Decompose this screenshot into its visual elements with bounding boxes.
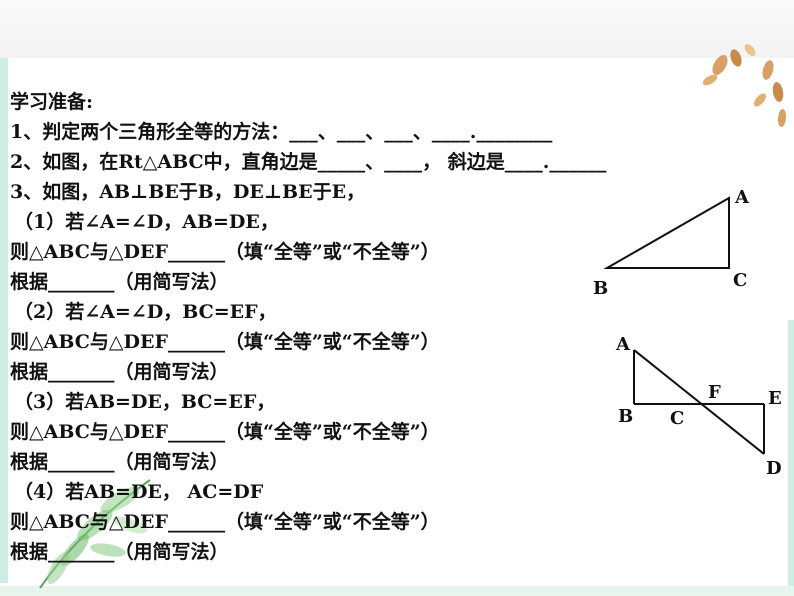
- label-C2: C: [670, 408, 684, 429]
- question-2: 2、如图，在Rt△ABC中，直角边是_____、____， 斜边是____.__…: [10, 151, 607, 173]
- sub-question-1-condition: （1）若∠A=∠D，AB=DE，: [14, 211, 279, 233]
- right-border-strip: [788, 320, 794, 590]
- label-C: C: [733, 270, 747, 291]
- bottom-border-strip: [0, 586, 794, 596]
- exercise-text-block: 学习准备: 1、判定两个三角形全等的方法：___、___、___、____.__…: [10, 87, 790, 567]
- left-border-strip: [0, 58, 8, 583]
- leaf-decoration-bottom-left: [39, 479, 151, 589]
- sub-question-3-conclusion: 则△ABC与△DEF______（填“全等”或“不全等”）: [10, 421, 440, 443]
- question-1: 1、判定两个三角形全等的方法：___、___、___、____.________: [10, 121, 553, 143]
- sub-question-1-reason: 根据_______（用简写法）: [10, 271, 229, 293]
- sub-question-1-conclusion: 则△ABC与△DEF______（填“全等”或“不全等”）: [10, 241, 440, 263]
- label-B: B: [593, 278, 608, 299]
- question-3: 3、如图，AB⊥BE于B，DE⊥BE于E，: [10, 181, 366, 203]
- sub-question-4-condition: （4）若AB=DE， AC=DF: [14, 481, 264, 503]
- label-A: A: [734, 187, 750, 208]
- label-B2: B: [618, 406, 633, 427]
- label-D2: D: [766, 458, 782, 479]
- sub-question-2-reason: 根据_______（用简写法）: [10, 361, 229, 383]
- figure-right-triangle: A B C: [593, 187, 750, 299]
- section-title: 学习准备:: [10, 91, 94, 113]
- sub-question-3-condition: （3）若AB=DE，BC=EF，: [14, 391, 276, 413]
- label-A2: A: [615, 334, 631, 355]
- sub-question-4-reason: 根据_______（用简写法）: [10, 541, 229, 563]
- sub-question-2-condition: （2）若∠A=∠D，BC=EF，: [14, 301, 277, 323]
- leaf-decoration-top-right: [702, 44, 787, 127]
- sub-question-2-conclusion: 则△ABC与△DEF______（填“全等”或“不全等”）: [10, 331, 440, 353]
- label-E2: E: [768, 388, 782, 409]
- figure-two-triangles: A B C F E D: [615, 334, 782, 479]
- sub-question-3-reason: 根据_______（用简写法）: [10, 451, 229, 473]
- header-band: [0, 0, 794, 58]
- sub-question-4-conclusion: 则△ABC与△DEF______（填“全等”或“不全等”）: [10, 511, 440, 533]
- label-F2: F: [708, 382, 721, 403]
